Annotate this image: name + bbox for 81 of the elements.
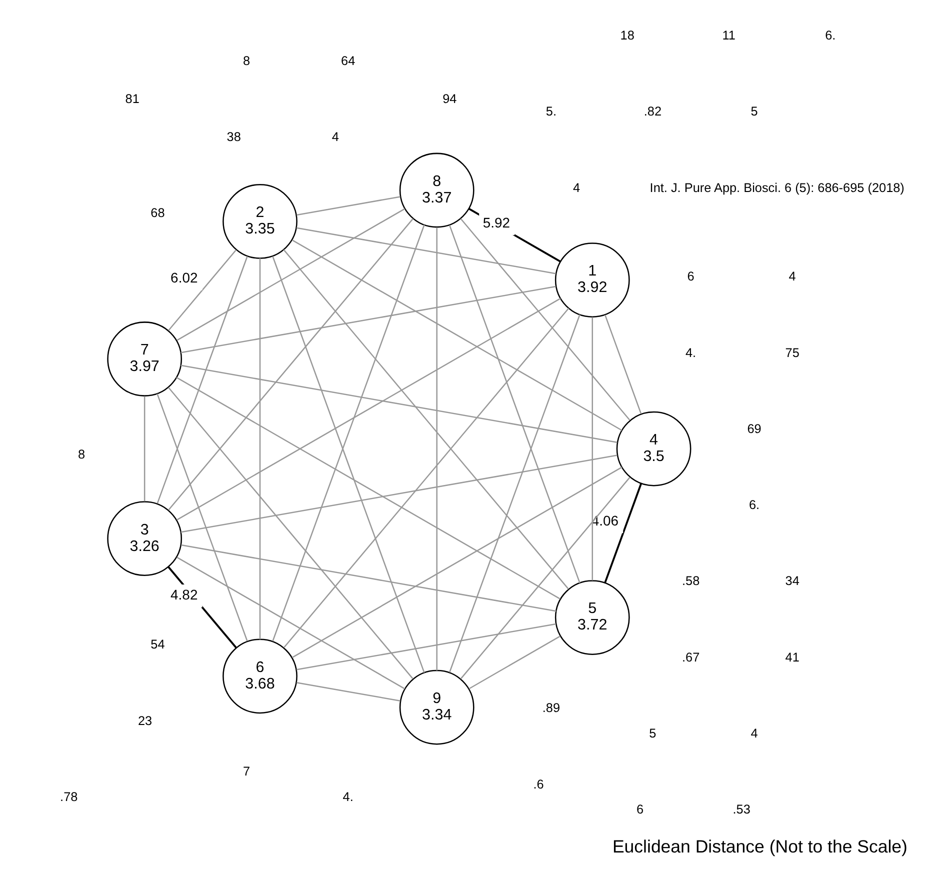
connector xyxy=(468,208,561,262)
label: 18 xyxy=(620,28,634,42)
label: .78 xyxy=(60,790,78,804)
label: .6 xyxy=(533,777,544,792)
connector xyxy=(176,376,560,600)
node-circle: 3 3.26 xyxy=(107,501,182,576)
connector xyxy=(436,227,438,670)
connector xyxy=(176,298,561,521)
connector xyxy=(180,454,618,533)
label: 8 xyxy=(243,54,250,68)
connector xyxy=(180,364,618,443)
label: 69 xyxy=(747,422,762,436)
connector xyxy=(283,308,570,648)
label: .67 xyxy=(682,650,700,664)
node-circle: 1 3.92 xyxy=(554,242,630,318)
connector xyxy=(604,483,642,583)
label: 6 xyxy=(636,802,644,817)
label: 4 xyxy=(788,270,796,284)
connector xyxy=(448,224,580,584)
connector xyxy=(176,556,406,690)
label: 94 xyxy=(442,92,457,106)
label: 23 xyxy=(138,714,152,728)
label: 4 xyxy=(573,180,580,195)
edge-label: 6.02 xyxy=(170,269,198,286)
connector xyxy=(156,394,248,642)
connector xyxy=(168,218,414,510)
connector xyxy=(176,208,406,341)
connector xyxy=(296,196,400,216)
connector xyxy=(448,314,580,673)
label: .53 xyxy=(732,802,750,817)
connector xyxy=(292,239,622,431)
connector xyxy=(144,396,146,502)
label: 6 xyxy=(687,270,694,284)
connector xyxy=(156,256,248,504)
connector xyxy=(460,477,630,680)
label: .82 xyxy=(644,104,662,119)
label: .58 xyxy=(682,574,700,588)
connector xyxy=(296,623,556,670)
connector xyxy=(592,317,594,580)
label: 4 xyxy=(750,726,758,741)
connector xyxy=(168,250,237,331)
label: 75 xyxy=(785,346,800,360)
node-circle: 4 3.5 xyxy=(616,411,692,486)
label: 6. xyxy=(748,498,760,512)
caption: Euclidean Distance (Not to the Scale) xyxy=(612,836,908,857)
node-circle: 5 3.72 xyxy=(554,580,630,655)
label: Int. J. Pure App. Biosci. 6 (5): 686-695 (2018) xyxy=(650,180,904,195)
label: 7 xyxy=(243,764,250,779)
label: 5 xyxy=(649,726,656,741)
connector xyxy=(460,218,630,421)
label: 68 xyxy=(150,206,165,220)
connector xyxy=(296,682,400,702)
edge-label: 5.92 xyxy=(482,214,510,230)
label: 4 xyxy=(332,130,339,144)
label: 8 xyxy=(78,447,86,462)
label: 81 xyxy=(125,92,140,106)
label: 34 xyxy=(785,574,800,588)
connector xyxy=(283,249,569,590)
connector xyxy=(296,227,556,274)
node-circle: 8 3.37 xyxy=(399,152,474,228)
connector xyxy=(180,286,556,354)
label: 38 xyxy=(226,130,241,144)
label: 6. xyxy=(825,28,836,42)
label: 11 xyxy=(722,28,736,42)
connector xyxy=(259,258,261,640)
label: 41 xyxy=(785,650,800,664)
edge-label: 4.82 xyxy=(170,586,198,602)
connector xyxy=(468,636,560,690)
label: 4. xyxy=(686,346,696,360)
label: .89 xyxy=(542,701,560,716)
node-circle: 9 3.34 xyxy=(399,670,474,745)
connector xyxy=(181,544,556,612)
label: 5. xyxy=(546,104,556,119)
label: 5 xyxy=(750,104,758,119)
connector xyxy=(604,314,642,414)
label: 4. xyxy=(342,790,354,804)
label: 64 xyxy=(341,54,356,68)
node-circle: 6 3.68 xyxy=(222,638,298,714)
label: 54 xyxy=(150,638,165,652)
node-circle: 7 3.97 xyxy=(107,322,182,396)
node-circle: 2 3.35 xyxy=(222,184,298,259)
